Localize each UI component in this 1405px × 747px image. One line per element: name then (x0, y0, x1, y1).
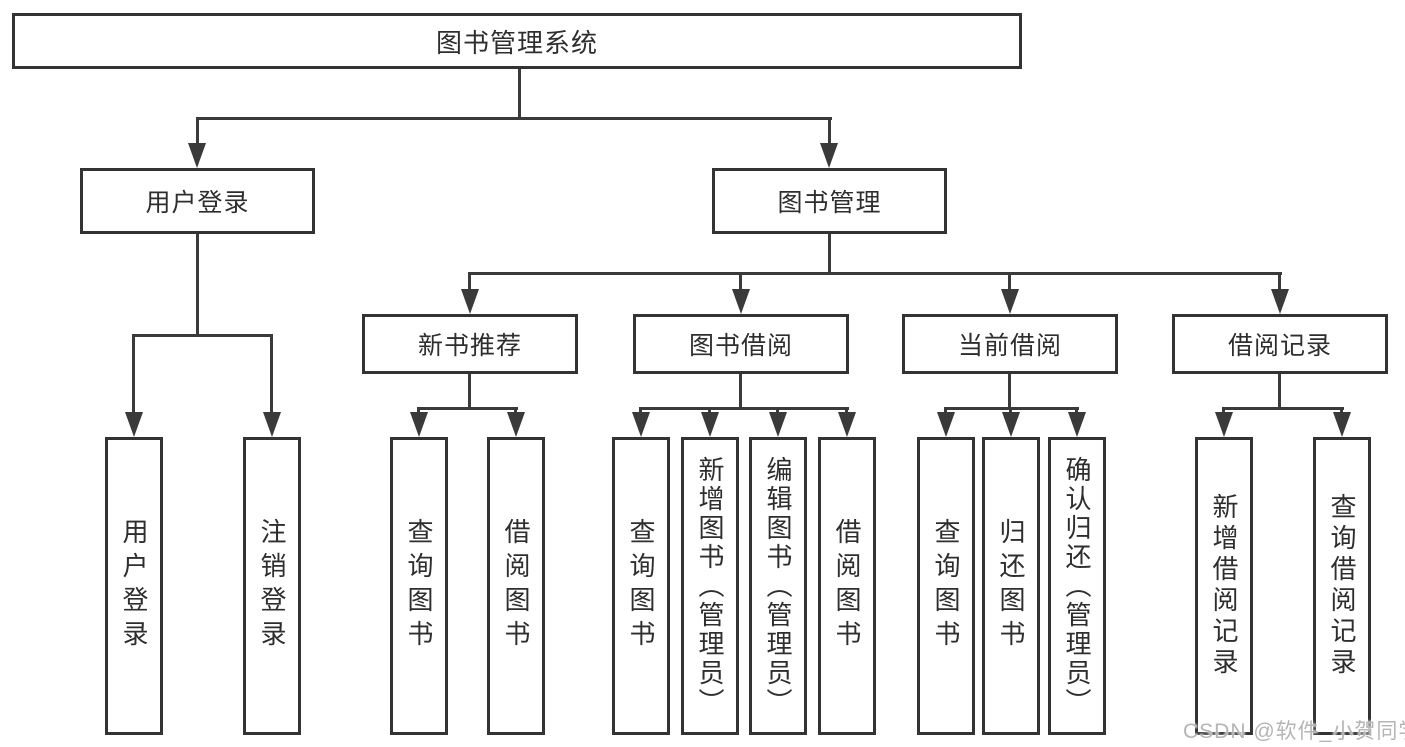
connector-vline (468, 374, 471, 410)
leaf-borrow-books-borrowing: 借阅图书 (818, 437, 876, 735)
arrow-stem (270, 334, 273, 414)
connector-hline (132, 334, 273, 337)
leaf-label: 查询图书 (931, 518, 961, 654)
leaf-label: 用户登录 (119, 518, 149, 654)
leaf-query-books-recommend: 查询图书 (390, 437, 448, 735)
arrowhead-down-icon (838, 412, 856, 437)
connector-vline (1278, 374, 1281, 410)
arrow-stem (1278, 272, 1281, 292)
node-user-login: 用户登录 (80, 168, 315, 234)
leaf-label: 查询借阅记录 (1327, 493, 1357, 679)
leaf-add-borrow-record: 新增借阅记录 (1195, 437, 1253, 735)
leaf-add-books-admin: 新增图书（管理员） (681, 437, 739, 735)
leaf-label: 查询图书 (404, 518, 434, 654)
leaf-borrow-books-recommend: 借阅图书 (487, 437, 545, 735)
arrow-stem (1008, 272, 1011, 292)
arrowhead-down-icon (1271, 289, 1289, 314)
arrowhead-down-icon (1001, 289, 1019, 314)
arrowhead-down-icon (632, 412, 650, 437)
leaf-label: 注销登录 (257, 518, 287, 654)
arrowhead-down-icon (125, 412, 143, 437)
node-book-borrowing: 图书借阅 (633, 314, 849, 374)
leaf-query-books-current: 查询图书 (917, 437, 975, 735)
csdn-watermark: CSDN @软件_小贺同学 (1183, 720, 1405, 743)
leaf-confirm-return-admin: 确认归还（管理员） (1048, 437, 1106, 735)
leaf-label: 借阅图书 (501, 518, 531, 654)
leaf-logout: 注销登录 (243, 437, 301, 735)
connector-vline (828, 234, 831, 275)
arrowhead-down-icon (410, 412, 428, 437)
arrowhead-down-icon (701, 412, 719, 437)
arrowhead-down-icon (1333, 412, 1351, 437)
node-library-system: 图书管理系统 (12, 13, 1022, 69)
arrow-stem (468, 272, 471, 292)
leaf-user-login: 用户登录 (105, 437, 163, 735)
node-new-book-recommendation: 新书推荐 (362, 314, 578, 374)
leaf-return-books: 归还图书 (982, 437, 1040, 735)
leaf-edit-books-admin: 编辑图书（管理员） (749, 437, 807, 735)
arrowhead-down-icon (1068, 412, 1086, 437)
leaf-label: 编辑图书（管理员） (763, 455, 793, 717)
connector-hline (196, 117, 832, 120)
arrowhead-down-icon (769, 412, 787, 437)
node-borrowing-records: 借阅记录 (1172, 314, 1388, 374)
connector-vline (518, 69, 521, 119)
connector-hline (468, 272, 1282, 275)
leaf-query-borrow-record: 查询借阅记录 (1313, 437, 1371, 735)
arrowhead-down-icon (937, 412, 955, 437)
arrowhead-down-icon (1215, 412, 1233, 437)
connector-hline (1222, 407, 1344, 410)
connector-hline (639, 407, 849, 410)
node-current-borrowing: 当前借阅 (902, 314, 1118, 374)
leaf-label: 借阅图书 (832, 518, 862, 654)
leaf-label: 归还图书 (996, 518, 1026, 654)
arrowhead-down-icon (263, 412, 281, 437)
node-book-management: 图书管理 (712, 168, 947, 234)
connector-hline (417, 407, 518, 410)
leaf-query-books-borrowing: 查询图书 (612, 437, 670, 735)
arrowhead-down-icon (188, 143, 206, 168)
arrowhead-down-icon (820, 143, 838, 168)
connector-vline (196, 234, 199, 337)
arrow-stem (828, 117, 831, 146)
arrowhead-down-icon (461, 289, 479, 314)
arrow-stem (132, 334, 135, 414)
connector-vline (1008, 374, 1011, 410)
arrow-stem (196, 117, 199, 146)
arrowhead-down-icon (732, 289, 750, 314)
leaf-label: 确认归还（管理员） (1062, 455, 1092, 717)
leaf-label: 查询图书 (626, 518, 656, 654)
arrowhead-down-icon (507, 412, 525, 437)
connector-vline (739, 374, 742, 410)
arrowhead-down-icon (1002, 412, 1020, 437)
leaf-label: 新增图书（管理员） (695, 455, 725, 717)
leaf-label: 新增借阅记录 (1209, 493, 1239, 679)
arrow-stem (739, 272, 742, 292)
